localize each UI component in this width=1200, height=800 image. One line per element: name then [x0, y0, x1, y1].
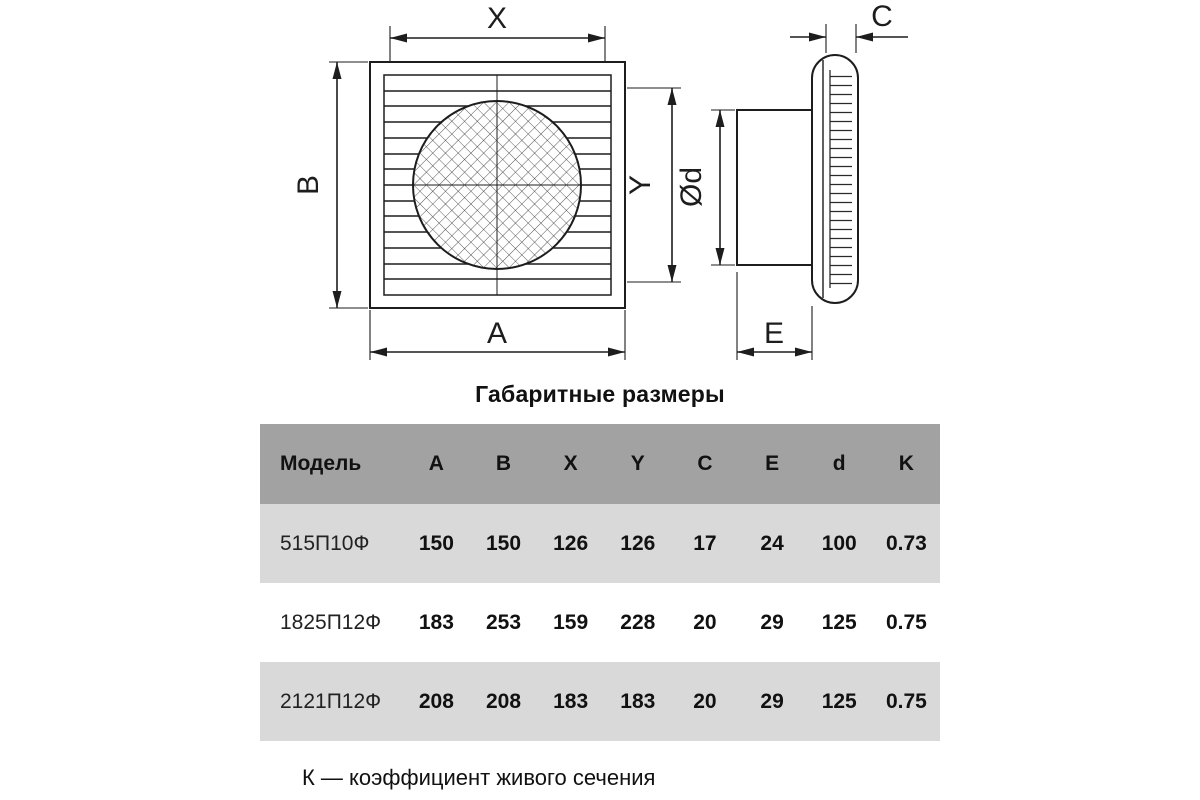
footnote: К — коэффициент живого сечения: [302, 765, 656, 790]
header-cell-b: B: [495, 452, 512, 475]
dimension-drawing: X B A Y Ød: [292, 0, 908, 360]
dimension-y: [627, 87, 681, 283]
dim-label-c: C: [871, 0, 893, 33]
dimension-b: [329, 61, 368, 309]
drawing-title: Габаритные размеры: [475, 381, 725, 407]
value-cell: 253: [485, 610, 522, 634]
header-cell-model: Модель: [280, 452, 362, 475]
value-cell: 20: [693, 610, 717, 634]
value-cell: 29: [760, 689, 784, 713]
value-cell: 228: [620, 610, 656, 634]
value-cell: 159: [553, 610, 589, 634]
dim-label-x: X: [487, 2, 507, 35]
model-cell: 515П10Ф: [280, 531, 370, 555]
value-cell: 20: [693, 689, 717, 713]
dim-label-a: A: [487, 317, 507, 350]
dimension-c: [790, 24, 908, 53]
value-cell: 29: [760, 610, 784, 634]
value-cell: 126: [553, 531, 589, 555]
value-cell: 126: [620, 531, 656, 555]
value-cell: 208: [418, 689, 454, 713]
dimension-a: [369, 310, 626, 360]
dimensions-table: Модель A B X Y C E d K 515П10Ф 150 150 1…: [260, 424, 940, 741]
dimension-d: [711, 109, 735, 266]
value-cell: 100: [821, 531, 857, 555]
header-cell-c: C: [697, 452, 713, 475]
louver-edges: [830, 70, 852, 288]
value-cell: 0.73: [885, 531, 927, 555]
dimension-x: [389, 26, 606, 61]
dim-label-b: B: [292, 175, 325, 195]
value-cell: 17: [693, 531, 717, 555]
header-cell-x: X: [563, 452, 578, 475]
value-cell: 183: [553, 689, 589, 713]
table-row-515p10f: 515П10Ф 150 150 126 126 17 24 100 0.73: [260, 504, 940, 583]
dim-label-d: Ød: [675, 167, 708, 207]
value-cell: 183: [418, 610, 454, 634]
dim-label-y: Y: [624, 175, 657, 195]
dim-label-e: E: [764, 317, 784, 350]
model-cell: 2121П12Ф: [280, 689, 382, 713]
model-cell: 1825П12Ф: [280, 610, 382, 634]
header-cell-d: d: [832, 452, 846, 475]
table-row-2121p12f: 2121П12Ф 208 208 183 183 20 29 125 0.75: [260, 662, 940, 741]
dimension-e: [736, 272, 813, 360]
value-cell: 150: [418, 531, 454, 555]
value-cell: 125: [821, 689, 857, 713]
value-cell: 0.75: [885, 689, 927, 713]
header-cell-e: E: [765, 452, 780, 475]
value-cell: 208: [485, 689, 522, 713]
header-cell-y: Y: [630, 452, 645, 475]
value-cell: 24: [760, 531, 784, 555]
grille-side-view: [736, 54, 859, 304]
header-cell-a: A: [428, 452, 444, 475]
value-cell: 0.75: [885, 610, 927, 634]
table-header-row: Модель A B X Y C E d K: [260, 424, 940, 504]
duct-spigot: [736, 109, 812, 266]
value-cell: 183: [620, 689, 656, 713]
header-cell-k: K: [898, 452, 914, 475]
value-cell: 150: [485, 531, 522, 555]
value-cell: 125: [821, 610, 857, 634]
grille-front-view: [369, 61, 626, 309]
table-row-1825p12f: 1825П12Ф 183 253 159 228 20 29 125 0.75: [260, 583, 940, 662]
